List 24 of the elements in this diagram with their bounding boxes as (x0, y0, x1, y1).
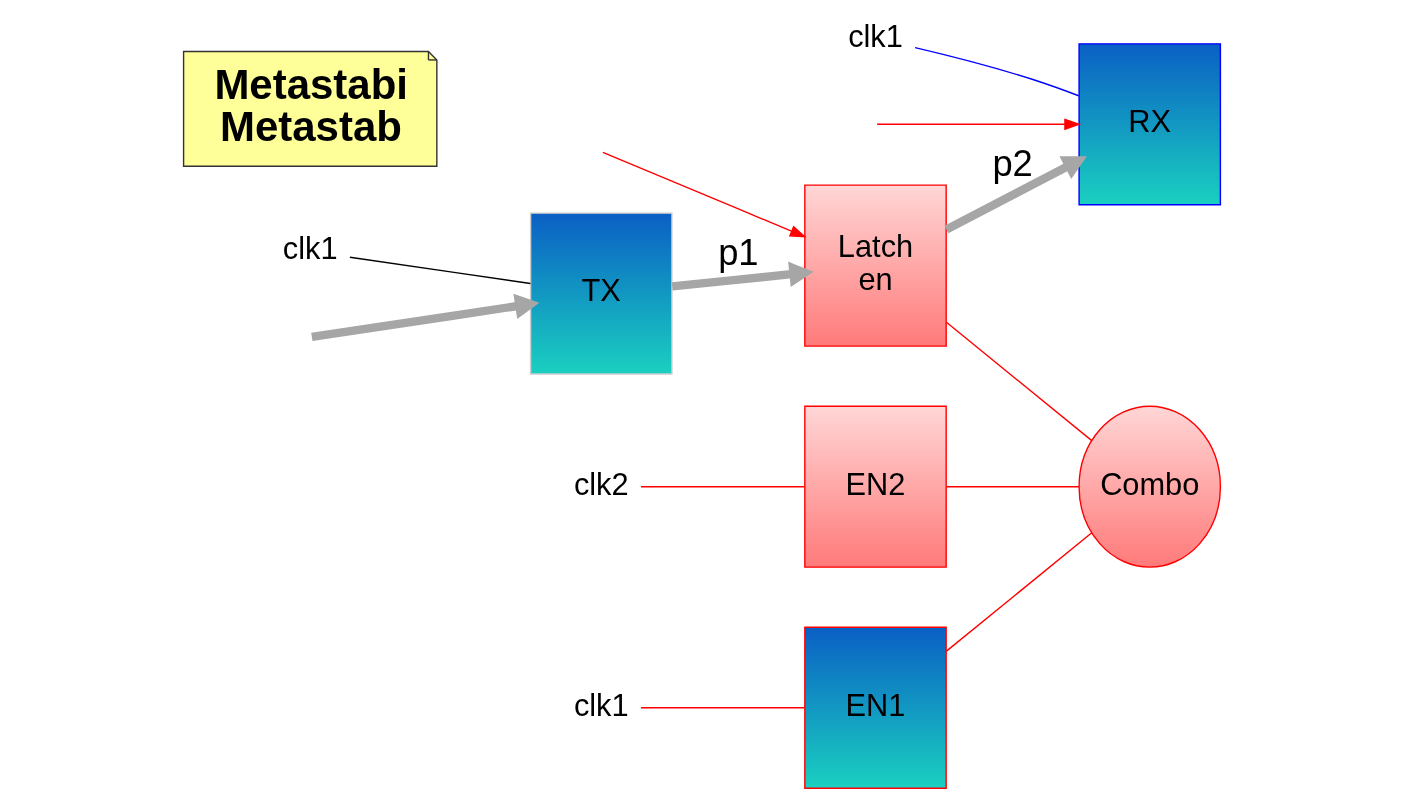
node-box: EN2 (804, 405, 947, 568)
node-text: clk1 (282, 231, 338, 267)
edge-label: p1 (718, 232, 759, 274)
connector (945, 321, 1093, 442)
connector (945, 532, 1093, 652)
connector (640, 707, 806, 709)
node-box: TX (529, 212, 673, 375)
connector (914, 46, 1080, 97)
node-ellipse: Combo (1078, 405, 1222, 568)
arrow (944, 156, 1087, 234)
connector (349, 256, 532, 285)
arrow (671, 261, 814, 291)
connector (640, 486, 806, 488)
arrow (876, 118, 1082, 131)
arrow (311, 293, 540, 342)
node-text: clk1 (573, 687, 629, 723)
node-text: clk2 (573, 466, 629, 502)
connector (945, 486, 1080, 488)
edge-label: p2 (992, 142, 1033, 184)
node-box: EN1 (804, 626, 947, 789)
arrow (602, 151, 807, 238)
node-box: RX (1078, 43, 1222, 206)
node-text: clk1 (848, 18, 903, 54)
node-box: Latch en (804, 184, 947, 347)
